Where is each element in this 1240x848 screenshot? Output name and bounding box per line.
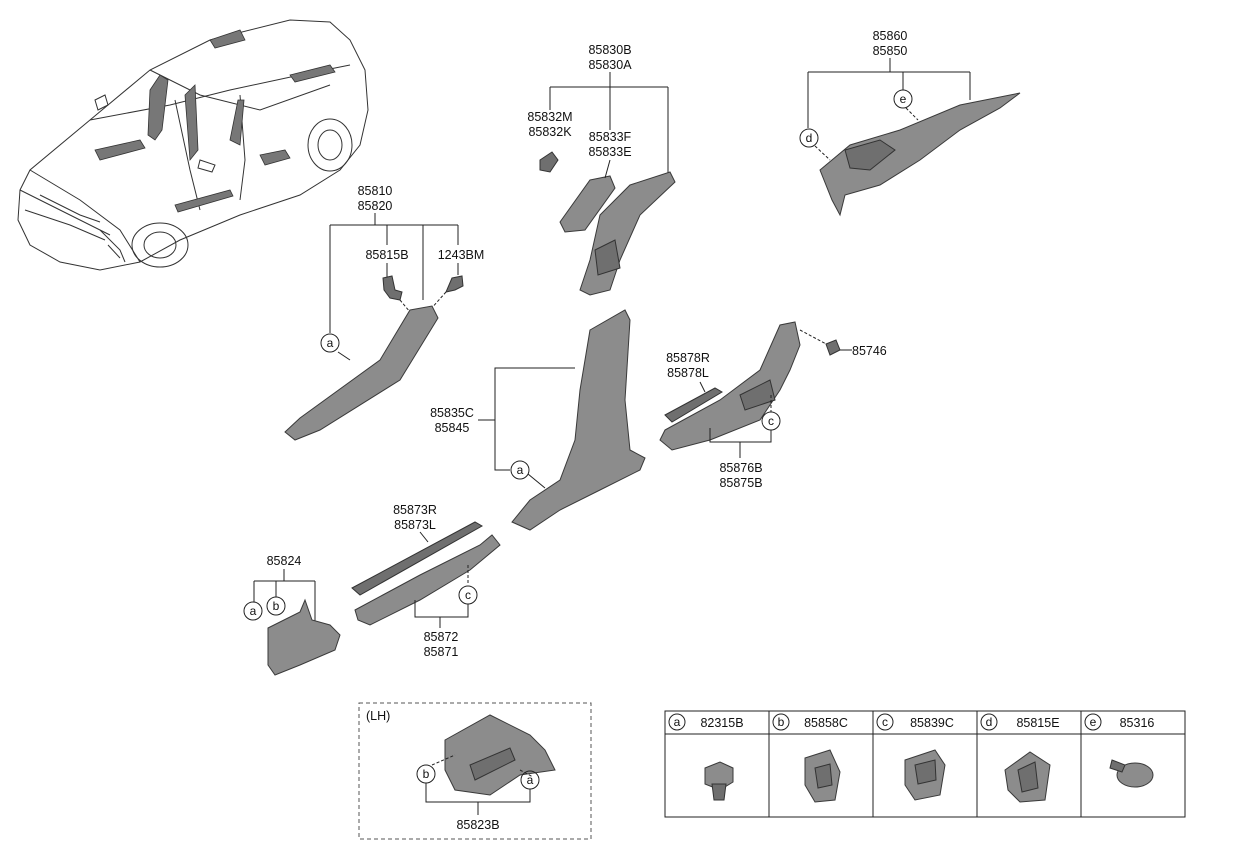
legend-letter-c: c xyxy=(882,715,888,729)
scuff-plate-85873 xyxy=(351,521,484,596)
group-85876: 85878R 85878L 85746 c 85876B 85875B xyxy=(659,321,887,490)
label-85815B: 85815B xyxy=(365,248,408,262)
label-85835C: 85835C xyxy=(430,406,474,420)
legend-letter-d: d xyxy=(986,715,993,729)
label-85833E: 85833E xyxy=(588,145,631,159)
fastener-85858C-slot-icon xyxy=(814,763,833,789)
label-85875B: 85875B xyxy=(719,476,762,490)
legend-part-85815E: 85815E xyxy=(1016,716,1059,730)
group-85835: 85835C 85845 a xyxy=(430,309,646,531)
car-illustration xyxy=(17,19,369,271)
fastener-82315B-shank-icon xyxy=(711,783,727,801)
group-85872: 85873R 85873L c 85872 85871 xyxy=(351,503,501,659)
lh-detail-box: (LH) b a 85823B xyxy=(358,702,592,840)
legend-letter-a: a xyxy=(674,715,681,729)
scuff-plate-85878 xyxy=(664,387,723,423)
rear-scuff-bracket xyxy=(739,379,776,411)
callout-c: c xyxy=(768,414,774,428)
fastener-85839C-slot-icon xyxy=(914,759,937,785)
callout-c: c xyxy=(465,588,471,602)
callout-a: a xyxy=(517,463,524,477)
callout-d: d xyxy=(806,131,813,145)
label-85878L: 85878L xyxy=(667,366,709,380)
group-85824: 85824 a b xyxy=(243,554,341,676)
cowl-side-trim xyxy=(267,598,341,676)
fastener-legend: a 82315B b 85858C c 85839C d 85815E xyxy=(664,710,1186,818)
label-85830A: 85830A xyxy=(588,58,632,72)
legend-cell-c: c 85839C xyxy=(876,713,954,801)
a-pillar-trim xyxy=(284,305,439,441)
clip-85815B xyxy=(382,275,403,301)
fastener-85316-tip-icon xyxy=(1109,759,1126,773)
label-85810: 85810 xyxy=(358,184,393,198)
legend-cell-e: e 85316 xyxy=(1084,713,1155,788)
label-85878R: 85878R xyxy=(666,351,710,365)
legend-cell-d: d 85815E xyxy=(980,713,1060,803)
legend-part-85858C: 85858C xyxy=(804,716,848,730)
label-85845: 85845 xyxy=(435,421,470,435)
front-door-scuff-trim xyxy=(354,534,501,626)
c-pillar-speaker-grille xyxy=(844,139,896,171)
fastener-85815E-slot-icon xyxy=(1017,761,1039,793)
fastener-82315B-icon xyxy=(704,761,734,791)
group-85830: 85830B 85830A 85832M 85832K 85833F 85833… xyxy=(527,43,676,296)
callout-a: a xyxy=(250,604,257,618)
label-85824: 85824 xyxy=(267,554,302,568)
label-85873R: 85873R xyxy=(393,503,437,517)
b-pillar-adjuster xyxy=(594,239,621,276)
callout-b: b xyxy=(273,599,280,613)
callout-a: a xyxy=(527,773,534,787)
callout-e: e xyxy=(900,92,907,106)
label-85830B: 85830B xyxy=(588,43,631,57)
legend-cell-b: b 85858C xyxy=(772,713,848,803)
c-pillar-trim xyxy=(819,92,1021,217)
cowl-side-lh-vent xyxy=(469,747,516,781)
label-85850: 85850 xyxy=(873,44,908,58)
label-85833F: 85833F xyxy=(589,130,632,144)
b-pillar-lower-trim xyxy=(511,309,646,531)
callout-b: b xyxy=(423,767,430,781)
label-85860: 85860 xyxy=(873,29,908,43)
legend-cell-a: a 82315B xyxy=(668,713,744,801)
group-85810: 85810 85820 85815B 1243BM a xyxy=(284,184,485,441)
legend-letter-b: b xyxy=(778,715,785,729)
label-85832K: 85832K xyxy=(528,125,572,139)
label-85823B: 85823B xyxy=(456,818,499,832)
label-85832M: 85832M xyxy=(527,110,572,124)
trim-85832 xyxy=(539,151,559,173)
legend-part-82315B: 82315B xyxy=(700,716,743,730)
label-85820: 85820 xyxy=(358,199,393,213)
fastener-85316-icon xyxy=(1116,762,1154,788)
screw-1243BM xyxy=(445,275,464,293)
rear-door-scuff-trim xyxy=(659,321,801,451)
clip-85746 xyxy=(825,339,841,356)
group-85860: 85860 85850 d e xyxy=(799,29,1021,217)
trim-85833 xyxy=(559,175,616,233)
legend-part-85316: 85316 xyxy=(1120,716,1155,730)
label-85871: 85871 xyxy=(424,645,459,659)
callout-a: a xyxy=(327,336,334,350)
label-85873L: 85873L xyxy=(394,518,436,532)
label-85872: 85872 xyxy=(424,630,459,644)
label-lh: (LH) xyxy=(366,709,390,723)
legend-part-85839C: 85839C xyxy=(910,716,954,730)
label-1243BM: 1243BM xyxy=(438,248,485,262)
label-85746: 85746 xyxy=(852,344,887,358)
legend-letter-e: e xyxy=(1090,715,1097,729)
label-85876B: 85876B xyxy=(719,461,762,475)
